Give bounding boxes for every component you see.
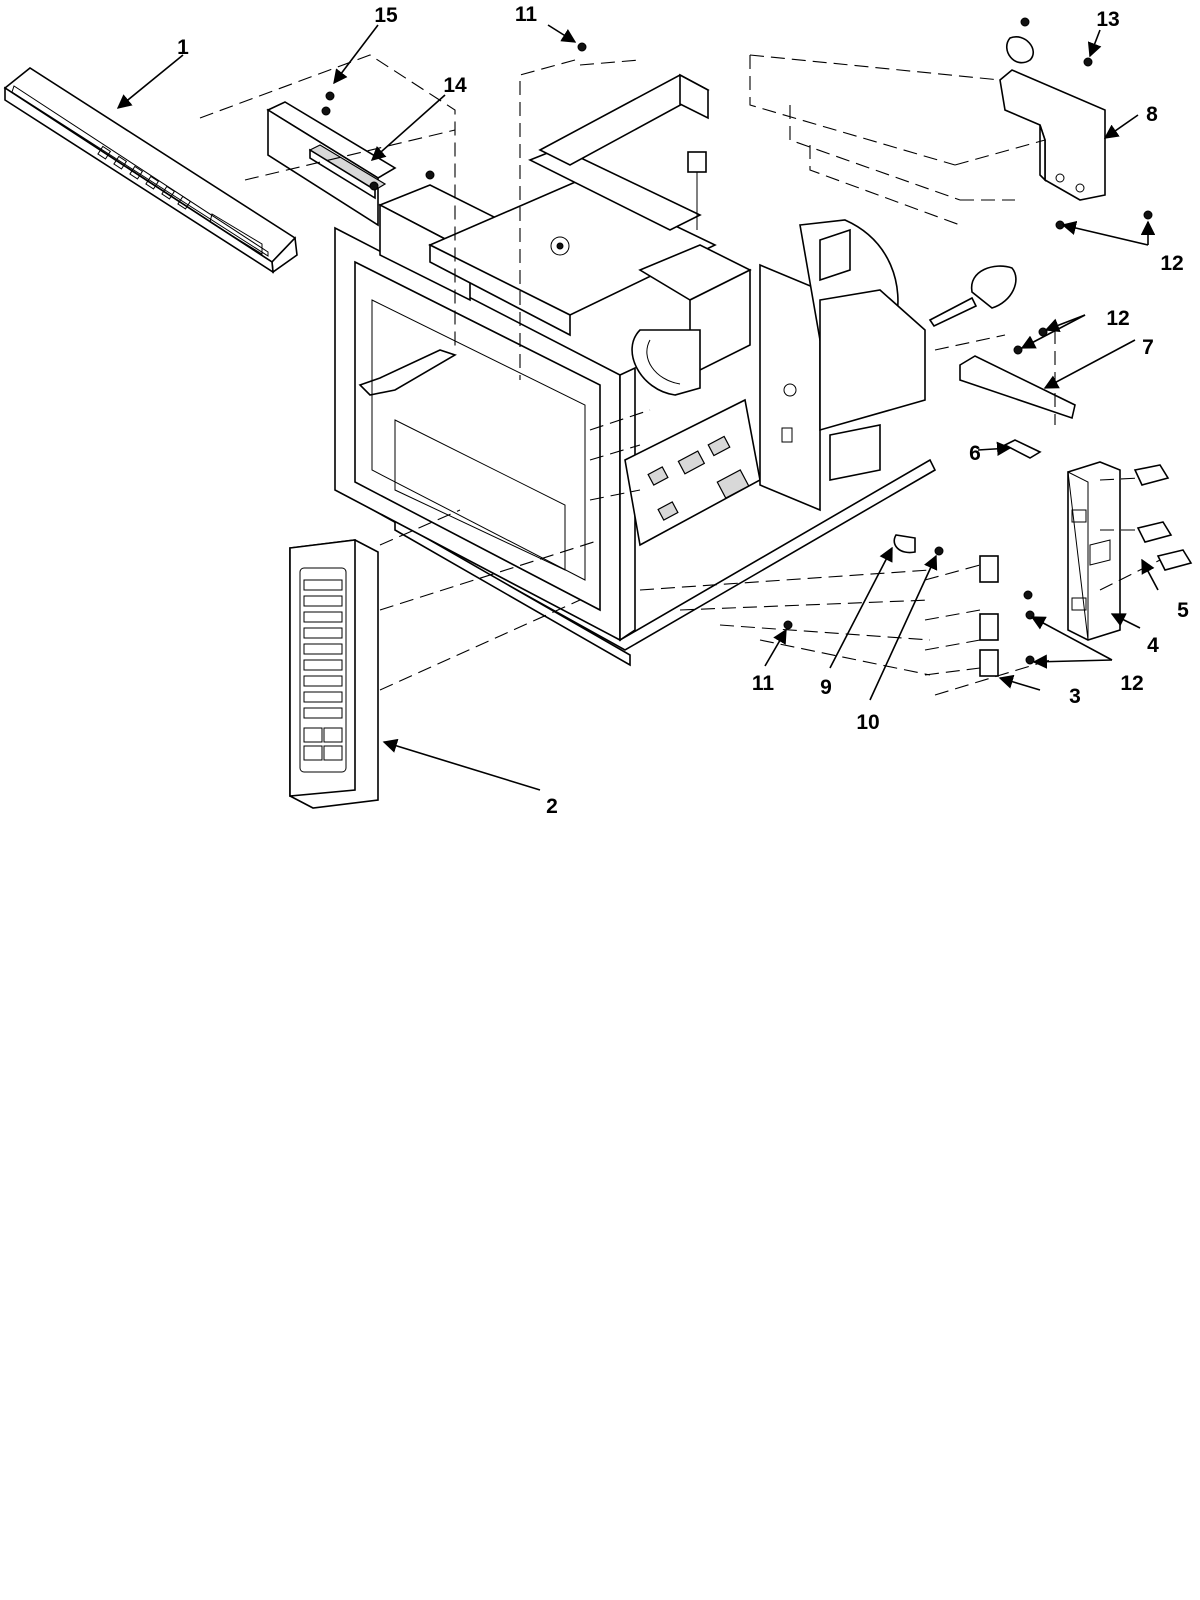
part-7-bracket bbox=[959, 355, 1076, 420]
callout-7: 7 bbox=[1142, 336, 1154, 359]
part-2-buttons bbox=[303, 579, 343, 761]
part-1-buttons bbox=[97, 145, 192, 210]
part-13-screw bbox=[1006, 17, 1093, 67]
part-14-control-board bbox=[266, 101, 397, 227]
part-15-screws bbox=[321, 91, 435, 180]
callout-2: 2 bbox=[546, 795, 558, 818]
callout-11-bottom: 11 bbox=[752, 672, 775, 695]
callout-10: 10 bbox=[856, 711, 879, 734]
part-11-screws bbox=[577, 42, 793, 630]
callout-labels: 1 2 3 4 5 6 7 8 9 10 11 11 12 12 12 13 1… bbox=[177, 3, 1189, 818]
leader-lines bbox=[116, 24, 1159, 791]
callout-13: 13 bbox=[1096, 8, 1119, 31]
part-4-switch-bracket bbox=[1067, 461, 1121, 641]
callout-12-top: 12 bbox=[1160, 252, 1183, 275]
part-9-thermostat bbox=[893, 534, 916, 554]
part-1-control-panel bbox=[3, 67, 298, 274]
part-6-clip bbox=[1003, 439, 1042, 459]
part-10-nut bbox=[934, 546, 944, 556]
power-connector bbox=[928, 265, 1017, 328]
callout-5: 5 bbox=[1177, 599, 1189, 622]
callout-14: 14 bbox=[443, 74, 467, 97]
callout-3: 3 bbox=[1069, 685, 1081, 708]
part-8-bracket bbox=[999, 69, 1106, 201]
callout-1: 1 bbox=[177, 36, 189, 59]
oven-chassis bbox=[334, 73, 937, 667]
circuit-components bbox=[647, 435, 750, 521]
callout-15: 15 bbox=[374, 4, 398, 27]
callout-9: 9 bbox=[820, 676, 832, 699]
callout-4: 4 bbox=[1147, 634, 1159, 657]
part-2-side-panel bbox=[289, 539, 379, 809]
callout-12-bottom: 12 bbox=[1120, 672, 1143, 695]
callout-8: 8 bbox=[1146, 103, 1158, 126]
callout-12-middle: 12 bbox=[1106, 307, 1129, 330]
part-3-switches bbox=[979, 555, 999, 677]
callout-6: 6 bbox=[969, 442, 981, 465]
part-5-switches bbox=[1133, 464, 1193, 571]
callout-11-top: 11 bbox=[515, 3, 538, 26]
